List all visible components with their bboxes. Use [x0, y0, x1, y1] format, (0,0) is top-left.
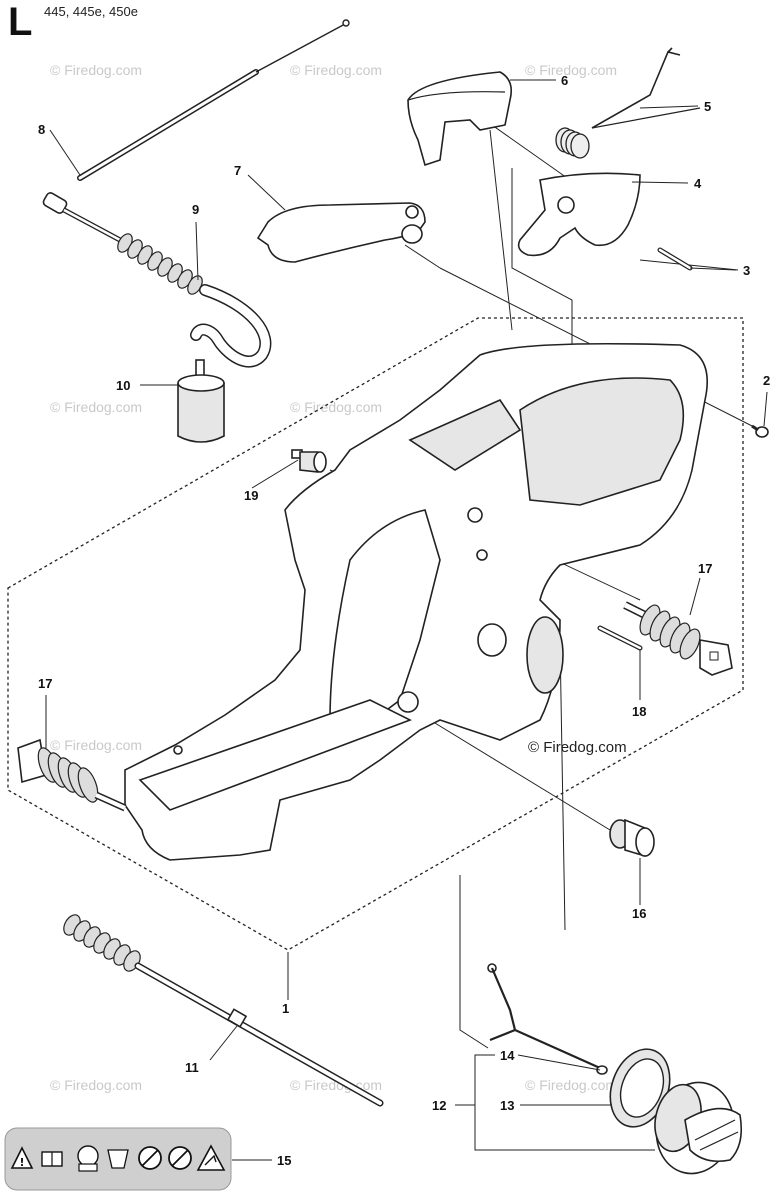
part-16-bushing [609, 818, 655, 857]
callout-17-right: 17 [698, 561, 712, 576]
watermark: © Firedog.com [290, 62, 382, 78]
part-18-pin [597, 625, 643, 651]
section-letter: L [8, 0, 33, 44]
part-19-bushing [291, 449, 327, 473]
part-6-handle-cover [407, 71, 513, 167]
watermark: © Firedog.com [50, 62, 142, 78]
watermark: © Firedog.com [525, 1077, 617, 1093]
callout-leaders [45, 79, 768, 1161]
model-list: 445, 445e, 450e [44, 4, 138, 19]
part-8-choke-rod [77, 19, 350, 181]
part-14-strap [487, 963, 608, 1075]
callout-7: 7 [234, 163, 241, 178]
callout-19: 19 [244, 488, 258, 503]
part-9-fuel-hose [42, 192, 272, 368]
part-17-av-spring-left [17, 738, 127, 812]
watermark: © Firedog.com [525, 62, 617, 78]
callout-1: 1 [282, 1001, 289, 1016]
callout-18: 18 [632, 704, 646, 719]
protective-gear-icon [77, 1145, 99, 1172]
callout-4: 4 [694, 176, 702, 191]
callout-numbers: 1 2 3 4 5 6 7 8 9 10 11 12 13 14 15 16 1… [38, 73, 770, 1168]
part-3-pin [657, 247, 693, 271]
part-13-o-ring [609, 1048, 671, 1128]
callout-3: 3 [743, 263, 750, 278]
watermark: © Firedog.com [50, 399, 142, 415]
part-17-av-spring-right [623, 601, 733, 676]
watermark-main: © Firedog.com [528, 739, 627, 756]
part-5-spring [555, 47, 701, 159]
part-2-screw [751, 424, 769, 438]
chainsaw-hand-icon [107, 1149, 129, 1169]
callout-2: 2 [763, 373, 770, 388]
callout-15: 15 [277, 1153, 291, 1168]
part-4-trigger [517, 172, 641, 257]
warning-triangle-icon: ! [10, 1146, 34, 1169]
watermark: © Firedog.com [290, 399, 382, 415]
svg-text:!: ! [20, 1156, 25, 1169]
part-12-fuel-cap [654, 1081, 743, 1175]
callout-11: 11 [185, 1060, 199, 1075]
part-1-rear-handle [124, 342, 709, 861]
part-7-throttle-trigger [256, 202, 426, 263]
callout-14: 14 [500, 1048, 515, 1063]
part-11-fuel-line [63, 914, 384, 1107]
no-one-hand-icon [138, 1146, 162, 1170]
callout-12: 12 [432, 1098, 446, 1113]
part-10-fuel-filter [177, 359, 225, 443]
part-15-warning-label: ! [4, 1127, 232, 1191]
callout-5: 5 [704, 99, 711, 114]
callout-16: 16 [632, 906, 646, 921]
callout-8: 8 [38, 122, 45, 137]
watermark: © Firedog.com [50, 1077, 142, 1093]
callout-10: 10 [116, 378, 130, 393]
no-kickback-icon [168, 1146, 192, 1170]
manual-book-icon [41, 1151, 63, 1167]
callout-13: 13 [500, 1098, 514, 1113]
assembly-outline [7, 317, 744, 951]
callout-9: 9 [192, 202, 199, 217]
callout-17-left: 17 [38, 676, 52, 691]
watermark: © Firedog.com [50, 737, 142, 753]
kickback-warning-icon [196, 1144, 226, 1171]
callout-6: 6 [561, 73, 568, 88]
